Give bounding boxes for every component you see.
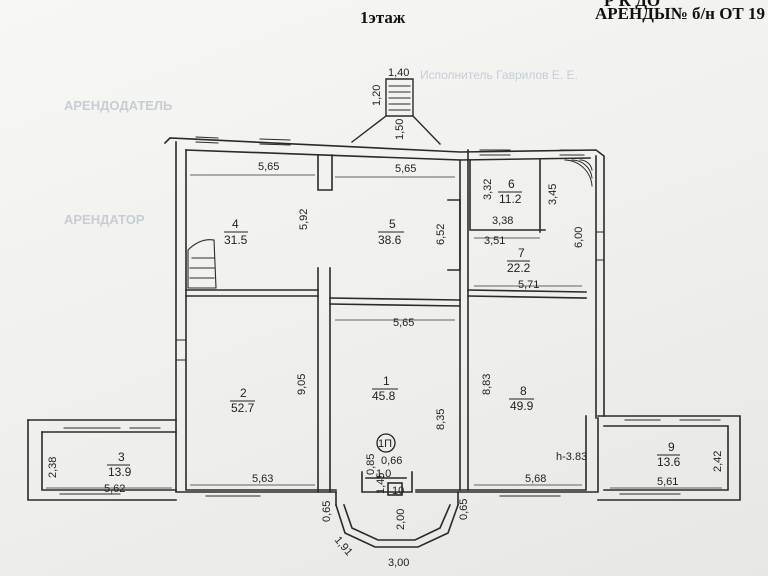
room-2-label: 2 52.7	[230, 386, 255, 415]
dimension-label: 5,68	[525, 473, 546, 485]
dimension-label: 3,45	[547, 184, 559, 205]
dimension-label: 3,32	[482, 179, 494, 200]
outer-wall	[163, 137, 605, 493]
room-number: 6	[508, 177, 515, 191]
room-9-label: 9 13.6	[657, 440, 681, 469]
entrance-marker	[376, 433, 396, 453]
faint-stamp-text: АРЕНДАТОР	[64, 212, 145, 227]
room-number: 1	[383, 374, 390, 388]
room-1-label: 1 45.8	[372, 374, 398, 403]
dimension-label: 0,85	[365, 454, 377, 475]
room-number: 3	[118, 450, 125, 464]
porch-top	[351, 78, 441, 145]
room-number: 5	[389, 217, 396, 231]
room-7-label: 7 22.2	[507, 246, 531, 275]
dimension-line	[46, 174, 722, 489]
dimension-label: h-3.83	[556, 451, 587, 463]
room-5-label: 5 38.6	[378, 217, 404, 247]
window	[59, 136, 721, 501]
porch-bottom	[334, 491, 460, 548]
dimension-label: 0,66	[381, 455, 402, 467]
vestibule	[361, 471, 413, 496]
room-area: 45.8	[372, 389, 396, 403]
room-6-label: 6 11.2	[498, 177, 522, 206]
dimension-label: 0,65	[321, 501, 333, 522]
dimension-label: 3,38	[492, 215, 513, 227]
room-area: 31.5	[224, 233, 248, 247]
dimension-label: 5,63	[252, 473, 273, 485]
room-number: 7	[518, 246, 525, 260]
dimension-label: 5,71	[518, 279, 539, 291]
dimension-label: 8,35	[435, 409, 447, 430]
dimension-label: 1,20	[371, 85, 383, 106]
room-number: 9	[668, 440, 675, 454]
dimension-label: 2,38	[47, 457, 59, 478]
room-area: 11.2	[499, 192, 522, 206]
dimension-label: 2,00	[395, 509, 407, 530]
interior-wall	[185, 149, 587, 493]
faint-stamp-text: АРЕНДОДАТЕЛЬ	[64, 98, 173, 113]
room-4-label: 4 31.5	[224, 217, 248, 247]
room-8-label: 8 49.9	[509, 384, 534, 413]
dimension-label: 5,62	[104, 483, 125, 495]
room-area: 38.6	[378, 233, 402, 247]
dimension-label: 5,92	[298, 209, 310, 230]
dimension-label: 1,45	[375, 473, 387, 494]
room-area: 22.2	[507, 261, 531, 275]
room-number: 8	[520, 384, 527, 398]
entrance-label: 1П	[378, 438, 392, 450]
room-area: 13.6	[657, 455, 681, 469]
room-number: 2	[240, 386, 247, 400]
header-line-1: Р К ДО	[604, 0, 661, 10]
dimension-label: 1,91	[332, 534, 355, 558]
room-number: 4	[232, 217, 239, 231]
dimension-label: 5,61	[657, 476, 678, 488]
dimension-label: 6,52	[435, 224, 447, 245]
vestibule-label: 10	[392, 485, 404, 497]
room-area: 13.9	[108, 465, 132, 479]
dimension-label: 5,65	[258, 161, 279, 173]
dimension-label: 2,42	[712, 451, 724, 472]
dimension-label: 9,05	[296, 374, 308, 395]
dimension-label: 8,83	[481, 374, 493, 395]
room-area: 49.9	[510, 399, 534, 413]
dimension-label: 3,51	[484, 235, 505, 247]
annex-left	[27, 419, 177, 501]
dimension-label: 1,0	[376, 468, 391, 480]
dimension-label: 3,00	[388, 557, 409, 569]
dimension-label: 5,65	[393, 317, 414, 329]
door-swing	[564, 159, 593, 187]
room-label-group: 4 31.5 5 38.6 6 11.2 7 22.2 1	[107, 177, 681, 479]
floor-title: 1этаж	[360, 8, 406, 27]
dimension-label: 1,50	[394, 119, 406, 140]
dimension-label: 0,65	[458, 499, 470, 520]
dimension-label: 1,40	[388, 67, 409, 79]
header-line-2: АРЕНДЫ№ б/н ОТ 19	[595, 4, 766, 23]
room-3-label: 3 13.9	[107, 450, 132, 479]
room-area: 52.7	[231, 401, 255, 415]
dimension-label: 6,00	[573, 227, 585, 248]
faint-stamp-text: Исполнитель Гаврилов Е. Е.	[420, 68, 578, 82]
staircase	[187, 239, 217, 289]
dimension-label: 5,65	[395, 163, 416, 175]
